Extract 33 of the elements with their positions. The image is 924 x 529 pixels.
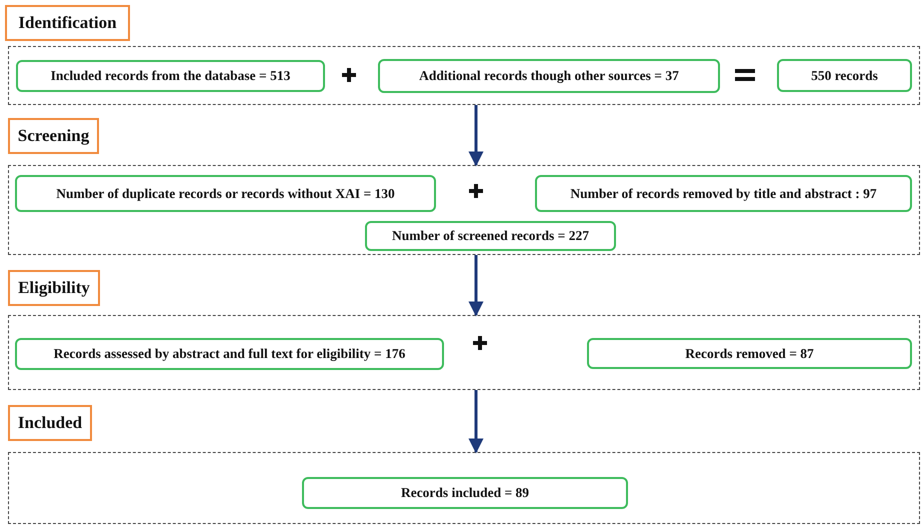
node-text: Records assessed by abstract and full text for eligibility = 176	[54, 346, 406, 362]
arrow	[468, 255, 484, 316]
node-text: Included records from the database = 513	[50, 68, 290, 84]
node-text: 550 records	[811, 68, 878, 84]
arrow	[468, 105, 484, 166]
record-box	[378, 59, 720, 93]
dashed-group-box	[8, 452, 920, 524]
arrow	[468, 390, 484, 454]
record-box	[587, 338, 912, 369]
node-text: Included	[18, 413, 82, 433]
node-text: Identification	[18, 13, 117, 33]
dashed-group-box	[8, 315, 920, 390]
node-text: Number of duplicate records or records without XAI = 130	[56, 186, 395, 202]
record-box	[302, 477, 628, 509]
record-box	[777, 59, 912, 92]
node-text: Number of screened records = 227	[392, 228, 590, 244]
node-text: Records included = 89	[400, 485, 530, 501]
stage-label-box	[8, 405, 92, 441]
node-text: Eligibility	[18, 278, 90, 298]
node-text: Records removed = 87	[685, 346, 814, 362]
stage-label-box	[8, 118, 99, 154]
record-box	[15, 175, 436, 212]
record-box	[365, 221, 616, 251]
dashed-group-box	[8, 46, 920, 105]
node-text: Number of records removed by title and abstract : 97	[570, 186, 877, 202]
node-text: Additional records though other sources = 37	[419, 68, 679, 84]
node-text: Screening	[18, 126, 90, 146]
record-box	[16, 60, 325, 92]
dashed-group-box	[8, 165, 920, 255]
stage-label-box	[8, 270, 100, 306]
record-box	[15, 338, 444, 370]
record-box	[535, 175, 912, 212]
stage-label-box	[5, 5, 130, 41]
